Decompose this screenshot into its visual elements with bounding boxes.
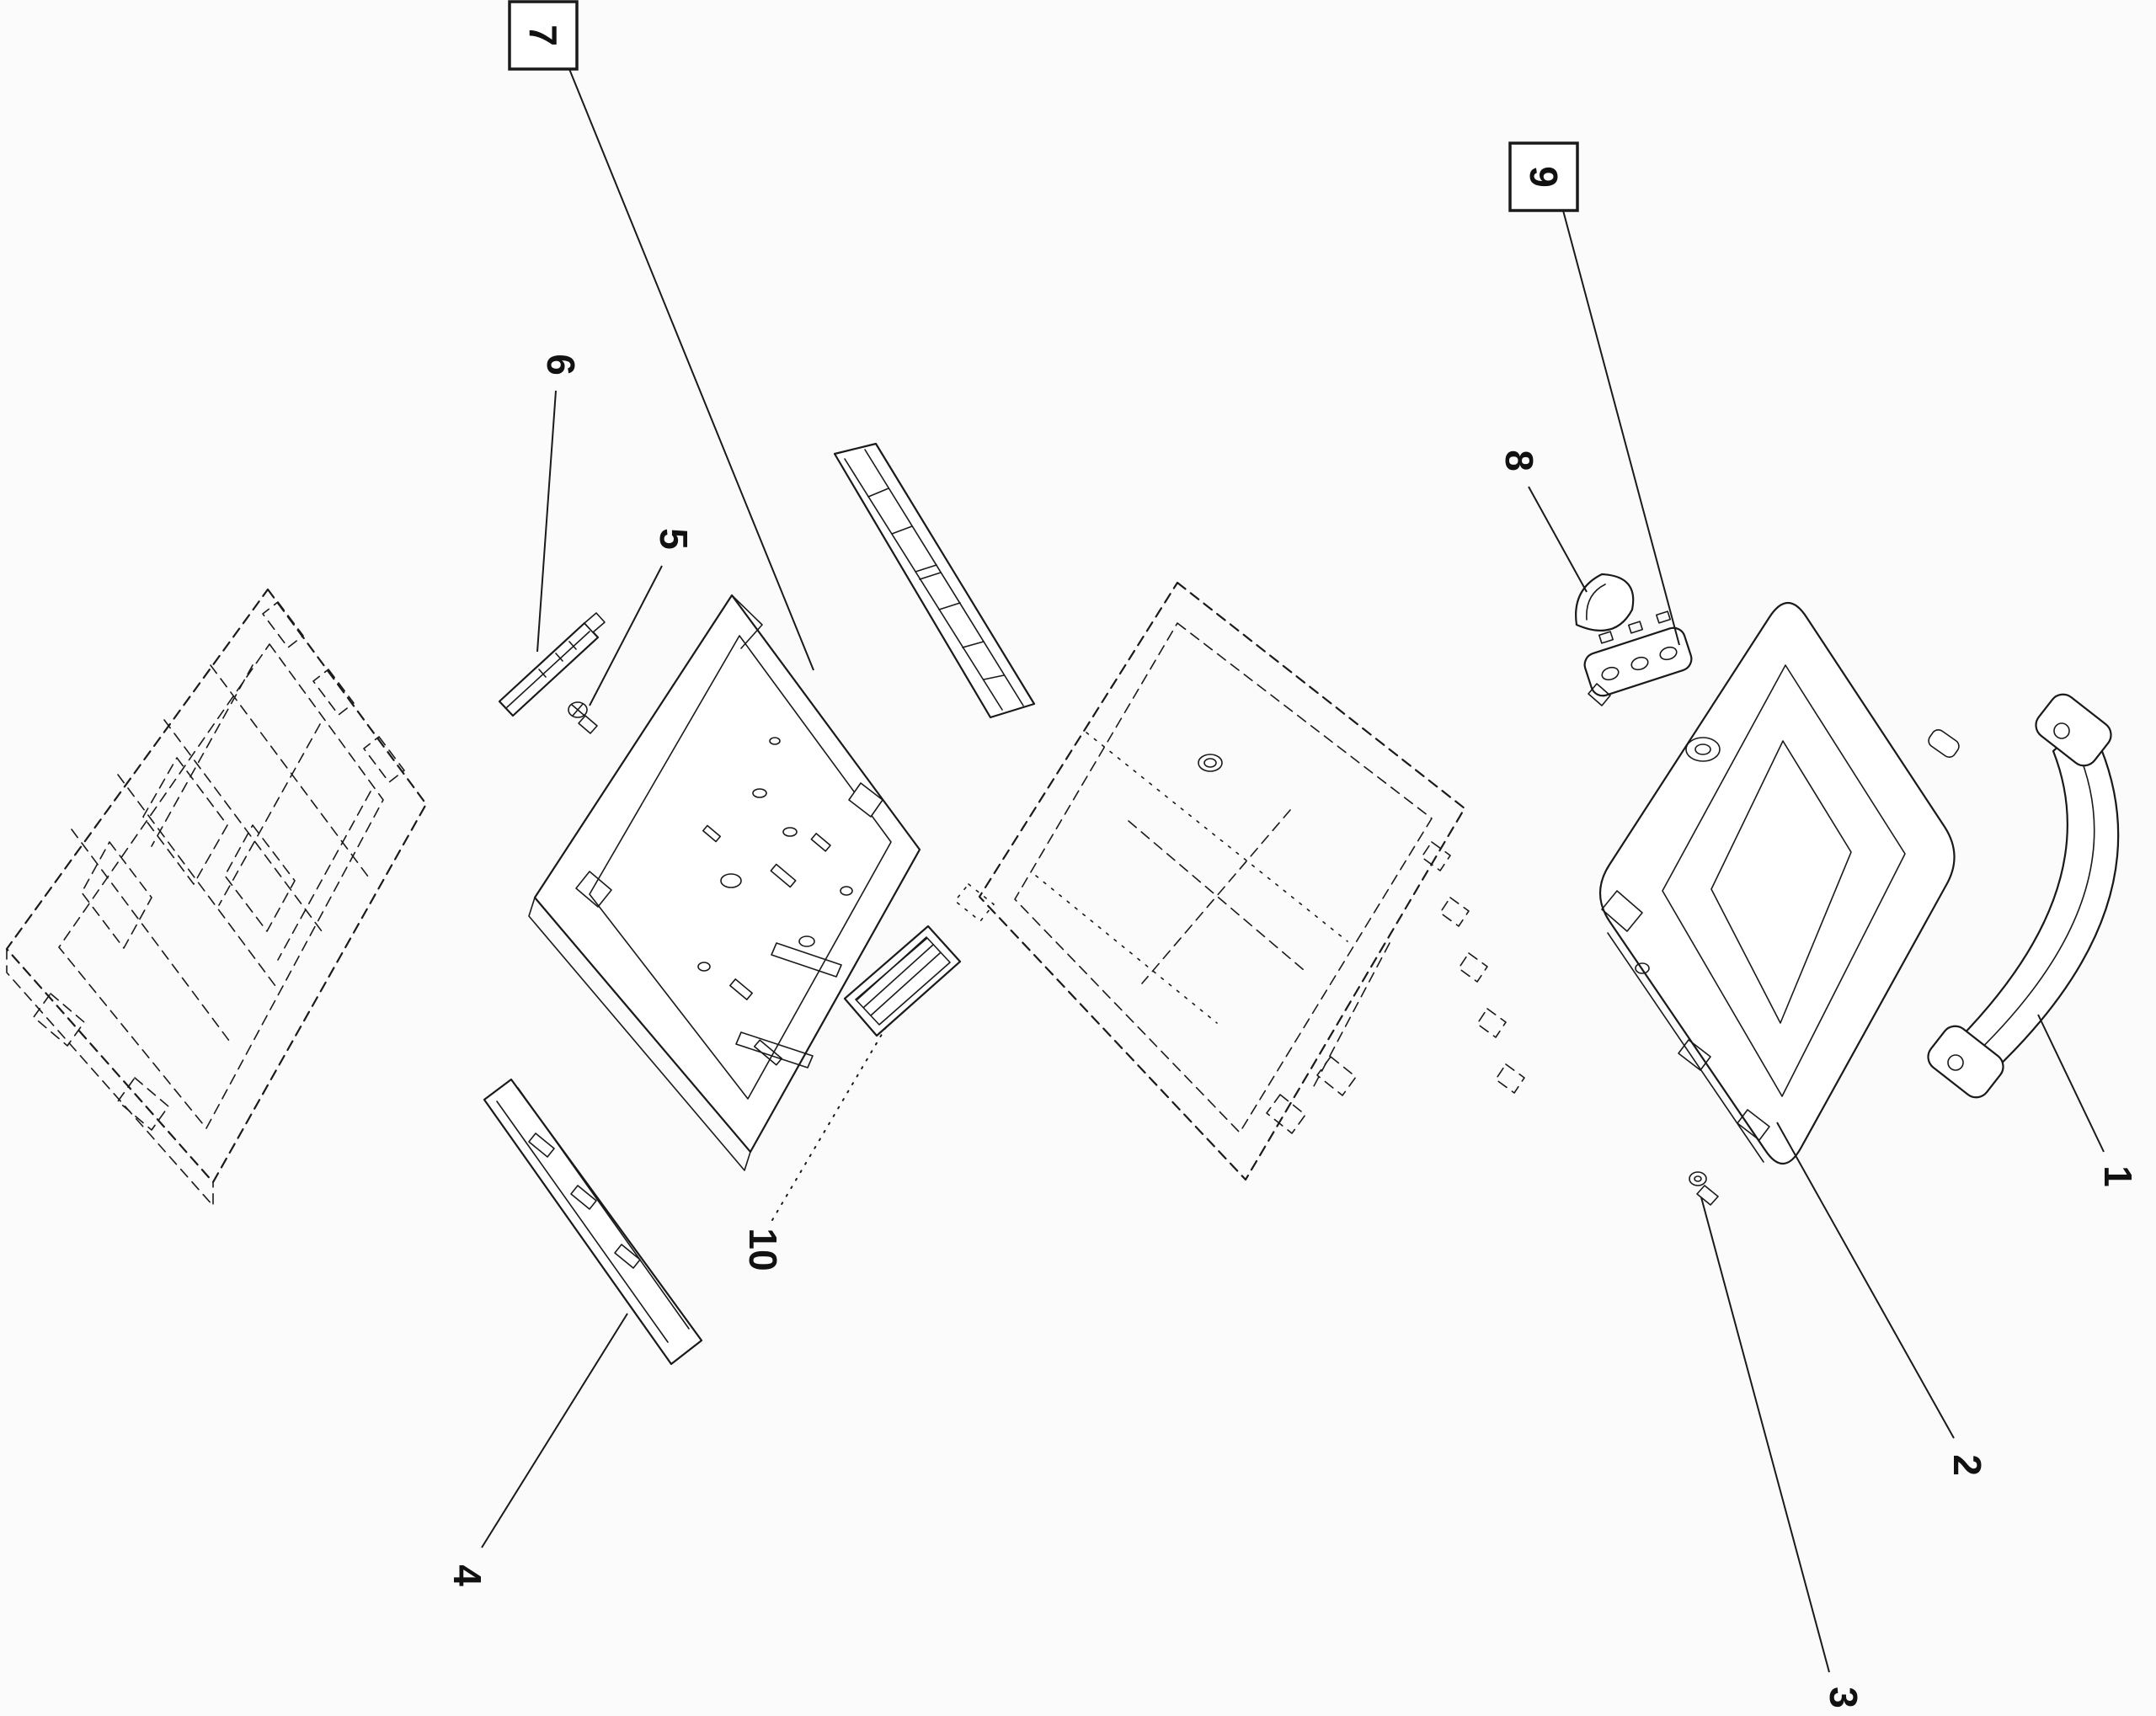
callout-number-10: 10 — [741, 1228, 785, 1271]
chassis-assembly — [5, 588, 428, 1207]
handle-cap-bottom — [1927, 1025, 2004, 1099]
sensor-strip-details — [506, 612, 606, 708]
callout-number-3: 3 — [1822, 1687, 1865, 1708]
leader-line-9 — [1562, 210, 1680, 646]
leader-line-6 — [536, 390, 557, 653]
thumbscrew-head — [1689, 1171, 1707, 1186]
callout-number-5: 5 — [652, 528, 696, 550]
callout-number-2: 2 — [1945, 1454, 1989, 1476]
callout-2: 2 — [1945, 1454, 1989, 1476]
screw-small — [568, 701, 598, 734]
base-panel-details — [528, 594, 892, 1171]
latch-bracket — [1583, 610, 1693, 706]
callout-number-9: 9 — [1522, 166, 1566, 188]
callout-number-7: 7 — [521, 24, 565, 46]
thumbscrew — [1689, 1171, 1719, 1206]
callout-3: 3 — [1822, 1687, 1865, 1708]
top-cover-details — [1601, 664, 1960, 1163]
leader-line-3 — [1700, 1196, 1830, 1673]
callout-number-6: 6 — [539, 354, 583, 376]
leader-line-1 — [2037, 1014, 2105, 1153]
handle-band — [1945, 718, 2120, 1084]
thumbscrew-details — [1694, 1175, 1719, 1206]
grate-details — [844, 449, 1024, 711]
handle-boss-bottom — [1947, 1054, 1964, 1071]
grate-outline — [833, 442, 1036, 719]
leader-line-5 — [589, 565, 663, 706]
main-body-details — [1014, 622, 1525, 1134]
clip-outline — [1575, 573, 1635, 632]
carry-handle — [1927, 693, 2120, 1099]
front-rail-outline — [483, 1078, 703, 1366]
sensor-strip — [498, 612, 606, 717]
top-grate-panel — [833, 442, 1036, 719]
vent-plate — [843, 925, 962, 1037]
base-panel — [528, 594, 921, 1171]
handle-boss-top — [2053, 722, 2070, 739]
leader-line-2 — [1776, 1122, 1955, 1439]
callout-box-9 — [1508, 141, 1579, 212]
screw-details — [571, 703, 598, 734]
leader-line-8 — [1528, 486, 1588, 593]
callout-8: 8 — [1497, 450, 1541, 472]
clip-part — [1575, 573, 1635, 632]
leader-line-4 — [481, 1313, 628, 1548]
callout-number-4: 4 — [446, 1564, 489, 1586]
top-cover-outline — [1599, 602, 1956, 1164]
top-cover — [1599, 602, 1960, 1164]
callout-box-7 — [508, 0, 579, 71]
leader-line-7 — [568, 68, 814, 671]
handle-cap-top — [2035, 693, 2112, 767]
callout-4: 4 — [446, 1564, 489, 1586]
body-hole-inner — [1203, 758, 1217, 768]
front-rail-details — [496, 1087, 690, 1343]
callout-10: 10 — [741, 1228, 785, 1271]
chassis-details — [6, 601, 405, 1207]
chassis-outline — [5, 588, 428, 1184]
callout-7: 7 — [508, 0, 579, 71]
leader-line-10 — [771, 1026, 887, 1221]
callout-6: 6 — [539, 354, 583, 376]
callout-9: 9 — [1508, 141, 1579, 212]
callout-layer: 1 2 3 4 5 6 7 8 9 10 — [446, 0, 2140, 1708]
callout-1: 1 — [2096, 1165, 2140, 1187]
latch-bracket-details — [1588, 610, 1678, 706]
main-body-seams — [954, 732, 1348, 1024]
clip-detail — [1586, 584, 1606, 621]
body-hole — [1198, 754, 1223, 772]
main-body-outline — [978, 581, 1466, 1181]
main-body — [954, 581, 1525, 1181]
callout-number-1: 1 — [2096, 1165, 2140, 1187]
front-rail — [483, 1078, 703, 1366]
handle-grip-line — [1966, 740, 2095, 1063]
callout-5: 5 — [652, 528, 696, 550]
vent-plate-outline — [843, 925, 962, 1037]
callout-number-8: 8 — [1497, 450, 1541, 472]
vent-plate-details — [855, 936, 951, 1026]
